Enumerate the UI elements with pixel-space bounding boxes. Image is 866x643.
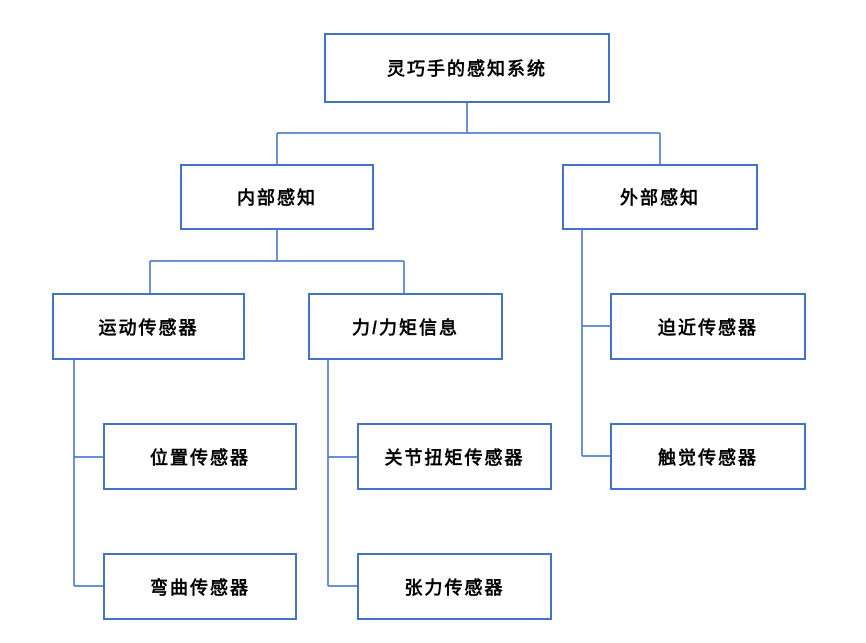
node-internal-perception: 内部感知: [180, 164, 374, 230]
node-root: 灵巧手的感知系统: [324, 33, 610, 103]
node-tension-sensor: 张力传感器: [357, 553, 552, 620]
node-proximity-label: 迫近传感器: [658, 317, 758, 338]
node-force-label: 力/力矩信息: [351, 317, 459, 338]
node-force-torque-info: 力/力矩信息: [308, 293, 503, 360]
node-motion-label: 运动传感器: [98, 317, 199, 338]
node-proximity-sensor: 迫近传感器: [610, 293, 806, 360]
edge-root-children: [276, 103, 661, 164]
node-position-sensor: 位置传感器: [103, 423, 297, 490]
node-internal-label: 内部感知: [237, 188, 317, 208]
node-root-label: 灵巧手的感知系统: [387, 59, 547, 79]
node-joint-torque-label: 关节扭矩传感器: [384, 447, 525, 468]
node-joint-torque-sensor: 关节扭矩传感器: [357, 423, 552, 490]
node-position-label: 位置传感器: [150, 447, 250, 468]
node-tension-label: 张力传感器: [404, 577, 505, 598]
node-external-label: 外部感知: [620, 188, 700, 208]
edge-force-children: [327, 360, 357, 587]
edge-external-children: [581, 230, 610, 457]
edge-internal-children: [149, 230, 405, 293]
node-bend-sensor: 弯曲传感器: [103, 553, 297, 620]
node-tactile-label: 触觉传感器: [658, 447, 758, 468]
node-motion-sensor: 运动传感器: [52, 293, 245, 360]
node-external-perception: 外部感知: [562, 164, 758, 230]
node-bend-label: 弯曲传感器: [150, 577, 250, 598]
edge-motion-children: [73, 360, 103, 587]
node-tactile-sensor: 触觉传感器: [610, 423, 806, 490]
